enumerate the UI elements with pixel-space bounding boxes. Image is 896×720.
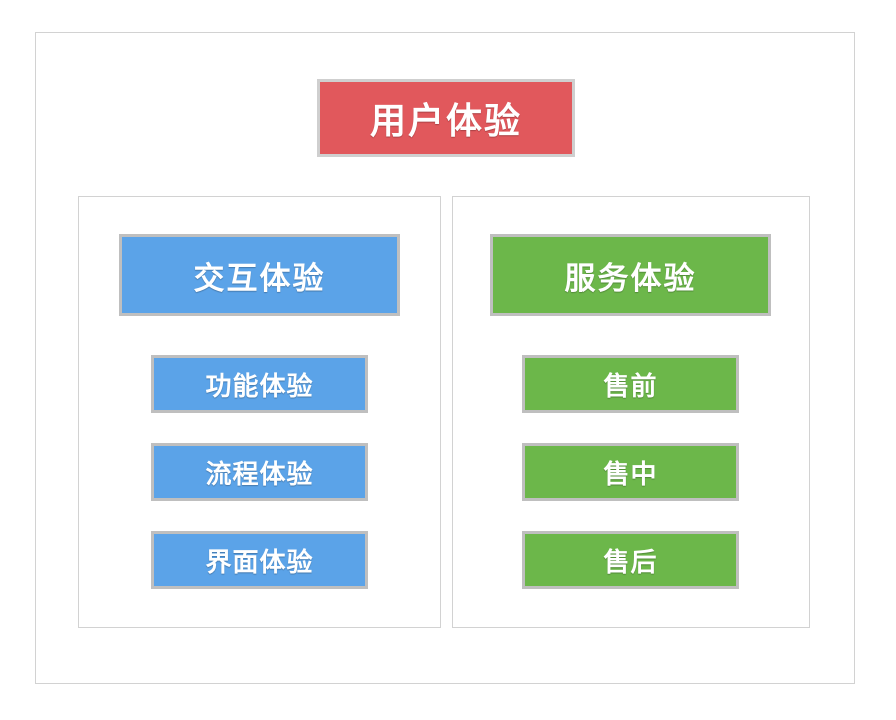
root-node-user-experience: 用户体验 <box>317 79 575 157</box>
node-interaction-child-2: 流程体验 <box>151 443 368 501</box>
node-service-child-3: 售后 <box>522 531 739 589</box>
node-service-child-1: 售前 <box>522 355 739 413</box>
node-service-child-2: 售中 <box>522 443 739 501</box>
node-interaction-child-1: 功能体验 <box>151 355 368 413</box>
node-interaction-child-3: 界面体验 <box>151 531 368 589</box>
branch-head-interaction: 交互体验 <box>119 234 400 316</box>
branch-head-service: 服务体验 <box>490 234 771 316</box>
